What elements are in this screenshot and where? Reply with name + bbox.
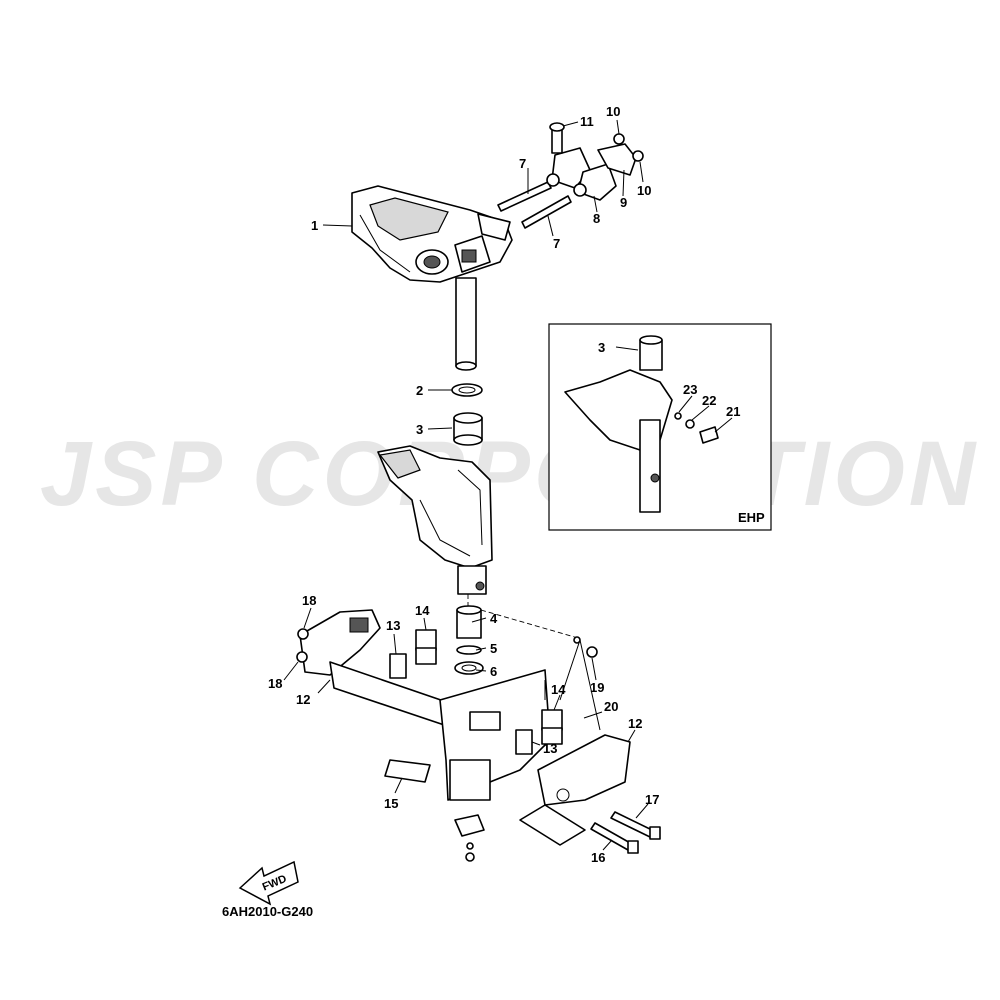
steering-bracket-part [351,185,513,371]
callout-8: 8 [593,211,600,226]
callout-13-left: 13 [386,618,400,633]
callout-22: 22 [702,393,716,408]
callout-14-right: 14 [551,682,566,697]
lower-bushings-part [454,605,484,675]
callout-4: 4 [490,611,498,626]
callout-3-inset: 3 [598,340,605,355]
leader-lines [283,119,733,851]
callout-12-right: 12 [628,716,642,731]
callout-7-upper: 7 [519,156,526,171]
callout-17: 17 [645,792,659,807]
watermark-text: JSP CORPORATION [40,423,979,525]
callout-1: 1 [311,218,318,233]
bolts-part [296,628,661,854]
callout-3: 3 [416,422,423,437]
callout-19: 19 [590,680,604,695]
callout-10-lower: 10 [637,183,651,198]
callout-2: 2 [416,383,423,398]
callout-9: 9 [620,195,627,210]
stud-bolts-part [497,181,572,229]
pads-part [389,629,563,755]
callout-12-left: 12 [296,692,310,707]
fwd-arrow-icon: FWD [238,860,299,906]
callout-21: 21 [726,404,740,419]
callout-labels: 1 2 3 3 4 5 6 7 7 8 9 10 10 11 12 12 13 … [268,104,740,865]
clamp-bracket-part [299,609,631,862]
callout-18-lower: 18 [268,676,282,691]
callout-11: 11 [580,114,594,129]
ehp-inset-panel: EHP [548,323,772,531]
friction-bracket-part [546,122,644,201]
callout-5: 5 [490,641,497,656]
callout-23: 23 [683,382,697,397]
diagram-code: 6AH2010-G240 [222,904,313,919]
bushings-part [451,383,483,446]
callout-20: 20 [604,699,618,714]
callout-18-upper: 18 [302,593,316,608]
callout-10-upper: 10 [606,104,620,119]
swivel-bracket-part [377,445,493,612]
callout-6: 6 [490,664,497,679]
inset-label: EHP [738,510,765,525]
callout-16: 16 [591,850,605,865]
callout-13-right: 13 [543,741,557,756]
callout-15: 15 [384,796,398,811]
callout-14-left: 14 [415,603,430,618]
alignment-axis [480,609,579,639]
callout-7-lower: 7 [553,236,560,251]
